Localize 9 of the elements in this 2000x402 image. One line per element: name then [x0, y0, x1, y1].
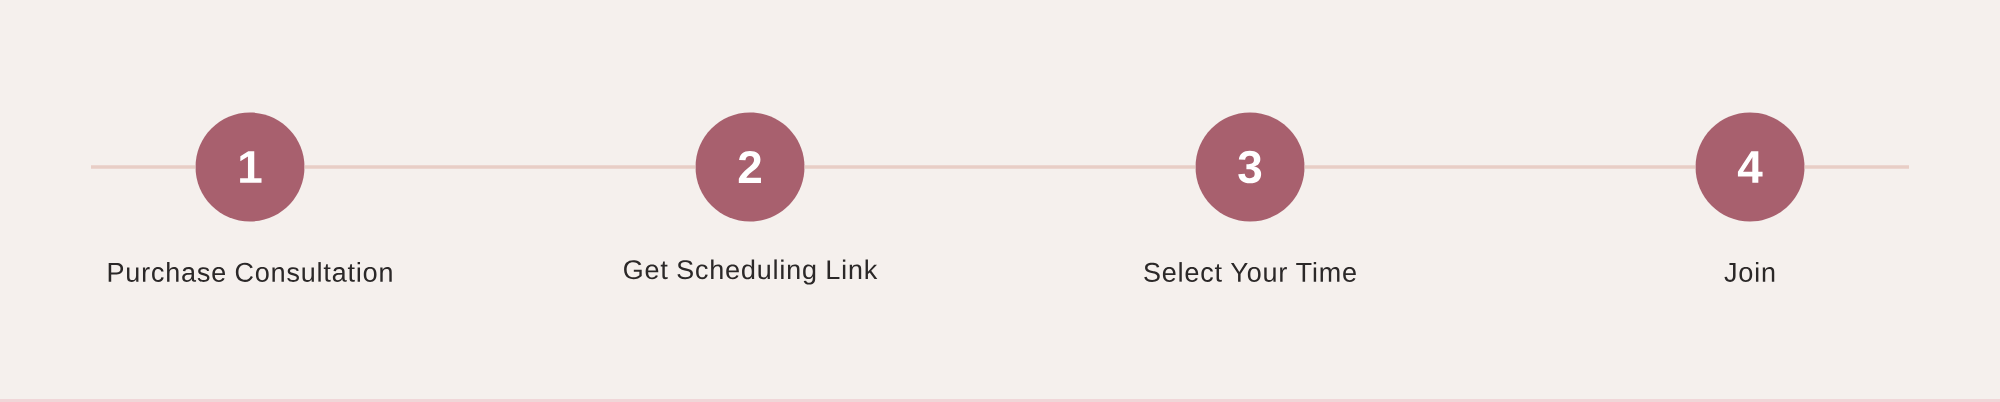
connector-line	[304, 165, 696, 169]
connector-line	[1804, 165, 1909, 169]
step-label: Get Scheduling Link	[624, 259, 878, 285]
connector-line	[804, 165, 1196, 169]
step-label: Purchase Consultation	[108, 262, 392, 282]
step-label: Select Your Time	[1144, 262, 1356, 282]
connector-line	[1304, 165, 1696, 169]
step-label: Join	[1724, 262, 1775, 282]
connector-line	[91, 165, 196, 169]
